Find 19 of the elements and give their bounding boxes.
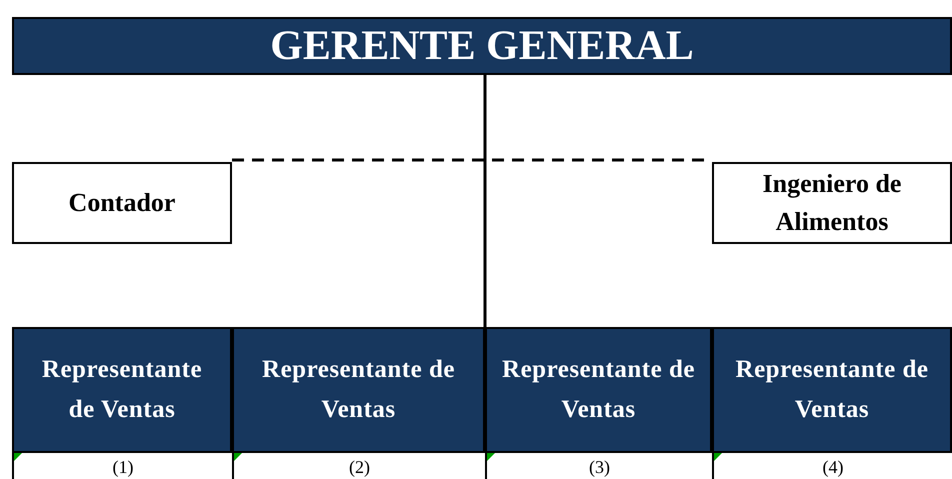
number-label: (1) [112, 456, 134, 479]
title-box [12, 17, 952, 75]
number-label: (3) [589, 456, 610, 479]
connector-line [484, 75, 486, 327]
node-label: Ingeniero de Alimentos [762, 168, 902, 238]
node-label: Representante de Ventas [734, 355, 930, 425]
position-box [485, 327, 712, 453]
node-label: Representante de Ventas [40, 355, 204, 425]
node-label: Representante de Ventas [261, 355, 456, 425]
position-box [232, 327, 485, 453]
node-label: Representante de Ventas [501, 355, 696, 425]
staff-box [12, 162, 232, 244]
number-label: (4) [822, 456, 844, 479]
node-label: Contador [68, 187, 176, 219]
node-label: GERENTE GENERAL [269, 22, 695, 70]
position-box [12, 327, 232, 453]
staff-box [712, 162, 952, 244]
position-box [712, 327, 952, 453]
number-label: (2) [349, 456, 370, 479]
